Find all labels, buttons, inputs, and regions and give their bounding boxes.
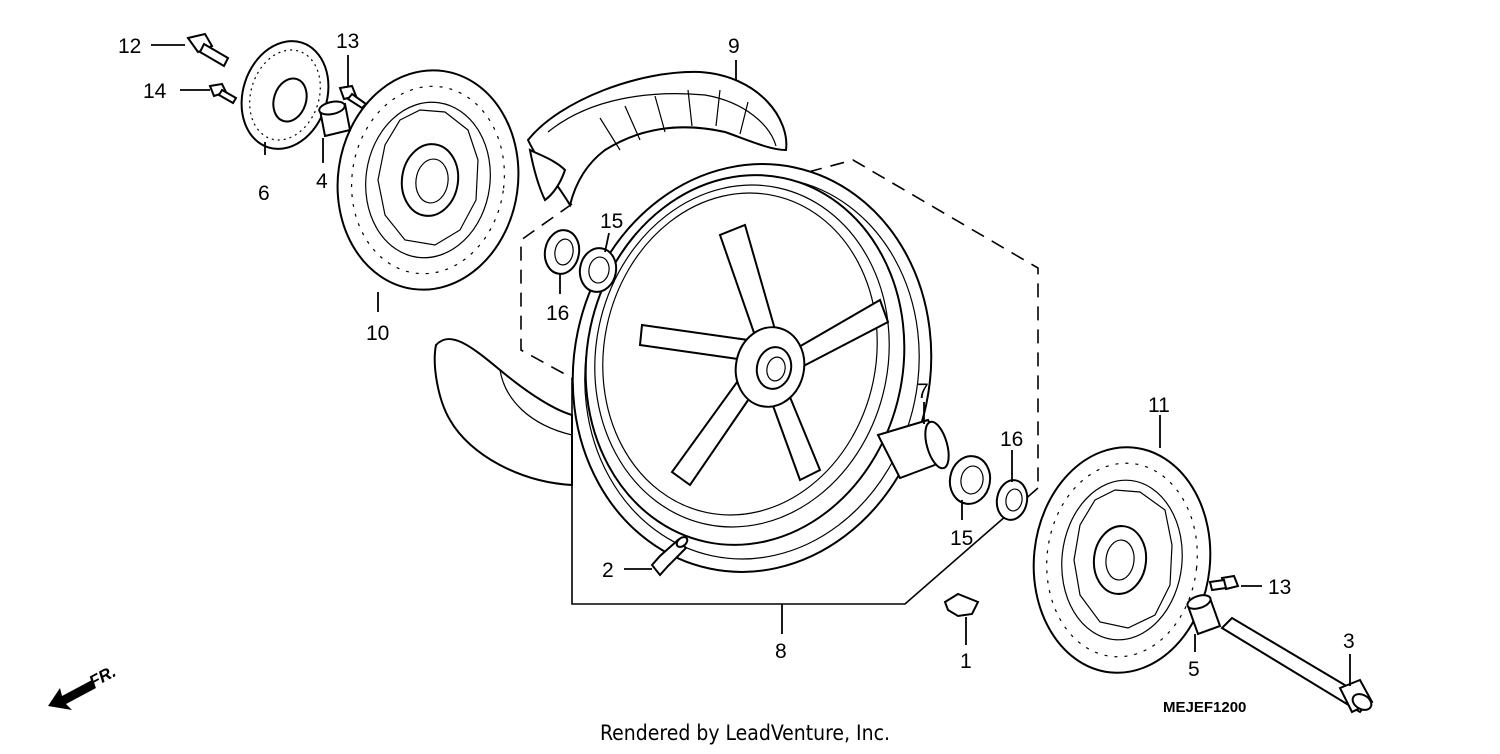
leader-lines (151, 44, 1351, 686)
callout-2: 2 (602, 559, 614, 582)
callout-9: 9 (728, 35, 740, 58)
callout-16-left: 16 (546, 302, 569, 325)
callout-10: 10 (366, 322, 389, 345)
bolt-13-upper (338, 84, 368, 110)
callout-13-upper: 13 (336, 30, 359, 53)
bearing-15-left (578, 247, 618, 293)
tire-upper (526, 70, 788, 208)
callout-4: 4 (316, 170, 328, 193)
callout-3: 3 (1343, 630, 1355, 653)
bolt-12 (186, 32, 230, 68)
drawing-code: MEJEF1200 (1163, 699, 1246, 716)
callout-labels: 12 13 14 6 4 10 9 15 16 7 16 15 11 2 8 1… (118, 30, 1355, 681)
dust-seal-16-left (543, 229, 581, 275)
callout-6: 6 (258, 182, 270, 205)
callout-15-right: 15 (950, 527, 973, 550)
brake-disc-left (336, 69, 520, 291)
collar-4 (318, 100, 352, 138)
bearing-15-right (948, 455, 992, 505)
dust-seal-16-right (995, 479, 1029, 521)
callout-7: 7 (917, 380, 929, 403)
callout-1: 1 (960, 650, 972, 673)
pulser-ring (240, 40, 330, 150)
callout-12: 12 (118, 35, 141, 58)
callout-15-left: 15 (600, 210, 623, 233)
brake-disc-right (1032, 446, 1212, 674)
bolt-14 (208, 82, 238, 105)
callout-8: 8 (775, 640, 787, 663)
callout-11: 11 (1148, 394, 1170, 417)
front-direction-arrow-icon (48, 680, 96, 710)
wheel-rim (571, 163, 933, 573)
distance-collar-7 (876, 418, 950, 480)
collar-5 (1186, 594, 1222, 636)
callout-16-right: 16 (1000, 428, 1023, 451)
valve-2 (650, 536, 689, 577)
callout-5: 5 (1188, 658, 1200, 681)
tire-lower (433, 338, 573, 487)
render-credit: Rendered by LeadVenture, Inc. (600, 721, 890, 745)
wheel-assembly-frame (520, 159, 1039, 605)
callout-14: 14 (143, 80, 167, 103)
callout-13-lower: 13 (1268, 576, 1291, 599)
axle-3 (1220, 616, 1374, 714)
bolt-13-lower (1208, 574, 1240, 592)
balance-weight-1 (943, 592, 980, 618)
